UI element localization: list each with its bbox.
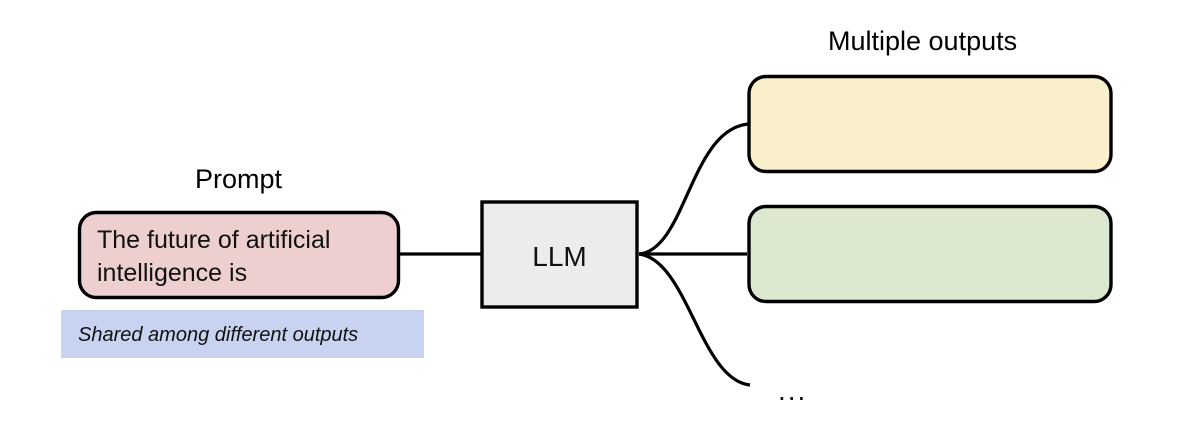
shared-note-background <box>61 310 424 358</box>
output-box-1[interactable] <box>747 74 1113 174</box>
prompt-text-line-1: The future of artificial <box>97 226 330 254</box>
shared-note: Shared among different outputs <box>61 310 424 358</box>
prompt-box-rect[interactable] <box>77 210 401 300</box>
llm-box[interactable]: LLM <box>480 200 639 309</box>
llm-box-rect[interactable] <box>480 200 639 309</box>
shared-note-text: Shared among different outputs <box>78 324 358 346</box>
multiple-outputs-label: Multiple outputs <box>828 26 1017 56</box>
output-box-2[interactable] <box>747 204 1113 304</box>
edge-llm-to-ellipsis <box>638 252 751 387</box>
output-box-2-rect[interactable] <box>747 204 1113 304</box>
prompt-label: Prompt <box>195 164 283 194</box>
llm-box-label: LLM <box>532 241 586 272</box>
edge-llm-to-output-1 <box>638 122 749 256</box>
output-box-1-rect[interactable] <box>747 74 1113 174</box>
more-outputs-ellipsis: ... <box>778 375 807 406</box>
prompt-box[interactable]: The future of artificial intelligence is <box>77 210 401 300</box>
edge-group <box>398 122 751 387</box>
prompt-text-line-2: intelligence is <box>97 259 247 287</box>
